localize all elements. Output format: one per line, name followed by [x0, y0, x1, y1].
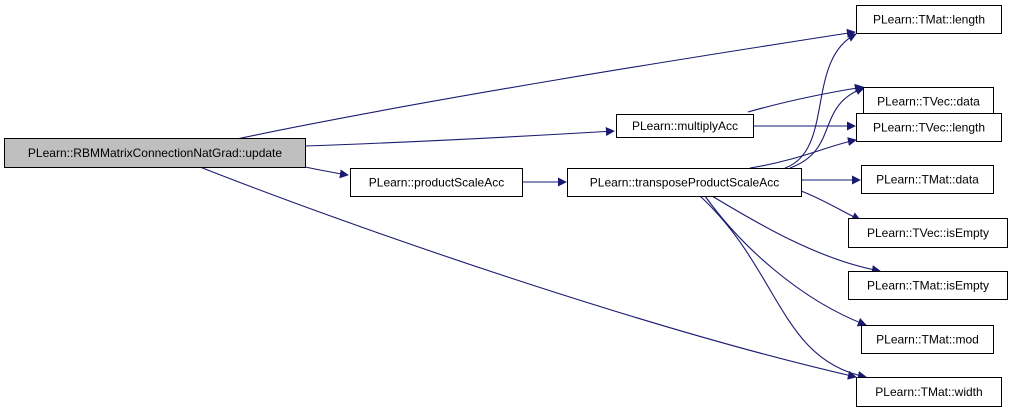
- node-label: PLearn::TMat::length: [873, 13, 985, 27]
- node-label: PLearn::RBMMatrixConnectionNatGrad::upda…: [28, 146, 282, 160]
- edge-transposeProductScaleAcc-to-TMat_length: [784, 33, 857, 169]
- edges-layer: [199, 28, 881, 380]
- node-transposeProductScaleAcc[interactable]: PLearn::transposeProductScaleAcc: [567, 168, 802, 197]
- edge-transposeProductScaleAcc-to-TVec_length: [749, 137, 857, 169]
- edge-transposeProductScaleAcc-to-TMat_mod: [704, 195, 867, 327]
- node-TMat_data[interactable]: PLearn::TMat::data: [861, 165, 994, 194]
- node-box: [848, 218, 1008, 248]
- node-box: [856, 113, 1002, 142]
- node-label: PLearn::productScaleAcc: [369, 176, 504, 190]
- edge-root-to-productScaleAcc: [304, 166, 349, 179]
- node-TMat_mod[interactable]: PLearn::TMat::mod: [861, 325, 994, 354]
- node-box: [848, 271, 1008, 300]
- node-label: PLearn::TVec::data: [877, 95, 980, 109]
- edge-root-to-TMat_width: [199, 166, 857, 380]
- node-TMat_isEmpty[interactable]: PLearn::TMat::isEmpty: [848, 271, 1008, 300]
- edge-root-to-TMat_length: [231, 28, 856, 141]
- node-productScaleAcc[interactable]: PLearn::productScaleAcc: [350, 168, 523, 197]
- node-box: [861, 325, 994, 354]
- node-label: PLearn::TVec::length: [873, 121, 985, 135]
- node-box: [616, 114, 754, 138]
- node-TVec_length[interactable]: PLearn::TVec::length: [856, 113, 1002, 142]
- node-box: [4, 138, 306, 168]
- node-root[interactable]: PLearn::RBMMatrixConnectionNatGrad::upda…: [4, 138, 306, 168]
- node-TMat_width[interactable]: PLearn::TMat::width: [856, 377, 1002, 407]
- node-label: PLearn::TVec::isEmpty: [867, 226, 989, 240]
- edge-root-to-multiplyAcc: [304, 126, 615, 147]
- node-label: PLearn::TMat::isEmpty: [867, 279, 989, 293]
- node-label: PLearn::TMat::mod: [876, 333, 979, 347]
- node-box: [856, 377, 1002, 407]
- node-box: [861, 165, 994, 194]
- edge-transposeProductScaleAcc-to-TMat_width: [699, 195, 867, 380]
- node-label: PLearn::TMat::width: [875, 385, 982, 399]
- edge-transposeProductScaleAcc-to-TVec_isEmpty: [800, 190, 861, 221]
- node-TMat_length[interactable]: PLearn::TMat::length: [856, 5, 1002, 34]
- node-box: [567, 168, 802, 197]
- node-label: PLearn::multiplyAcc: [632, 119, 738, 133]
- node-label: PLearn::transposeProductScaleAcc: [590, 176, 779, 190]
- edge-transposeProductScaleAcc-to-TMat_isEmpty: [711, 195, 881, 274]
- nodes-layer: PLearn::RBMMatrixConnectionNatGrad::upda…: [4, 5, 1008, 407]
- node-box: [350, 168, 523, 197]
- node-label: PLearn::TMat::data: [876, 173, 979, 187]
- edge-transposeProductScaleAcc-to-TVec_data: [789, 86, 865, 169]
- node-TVec_isEmpty[interactable]: PLearn::TVec::isEmpty: [848, 218, 1008, 248]
- edge-multiplyAcc-to-TVec_data: [747, 83, 864, 113]
- node-multiplyAcc[interactable]: PLearn::multiplyAcc: [616, 114, 754, 138]
- node-TVec_data[interactable]: PLearn::TVec::data: [863, 87, 994, 116]
- node-box: [856, 5, 1002, 34]
